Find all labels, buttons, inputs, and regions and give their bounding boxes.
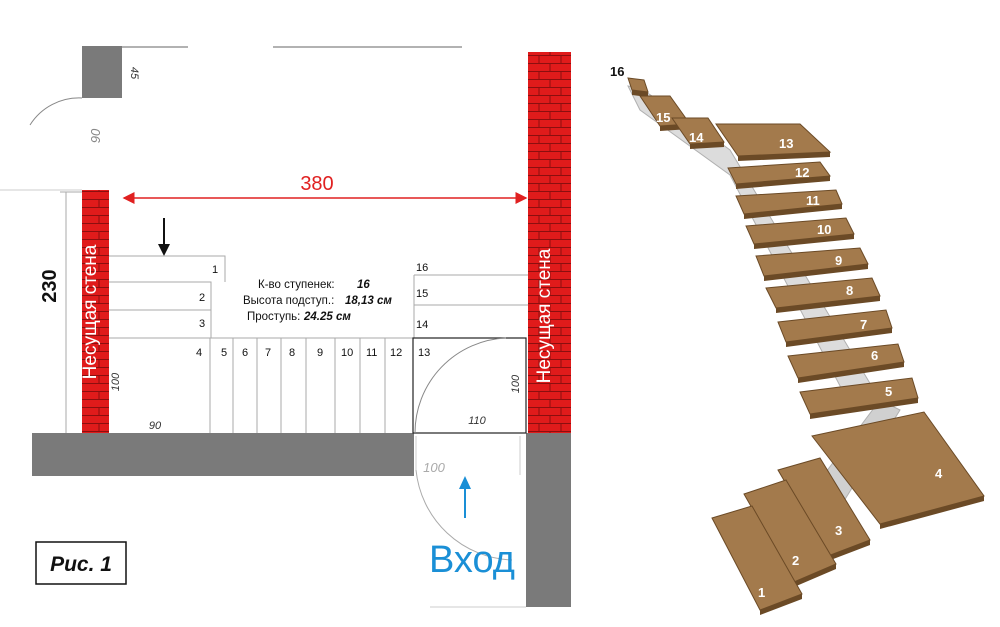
- model-step-3: 3: [835, 523, 842, 538]
- tread-14: [671, 117, 725, 145]
- tread-9-edge: [764, 264, 868, 281]
- tread-12: [727, 161, 831, 185]
- tread-7: [777, 309, 893, 343]
- steps-count-label: К-во ступенек:: [258, 279, 335, 291]
- model-step-6: 6: [871, 348, 878, 363]
- model-step-5: 5: [885, 384, 892, 399]
- stair-tread-labels: 16 15 14 13 12 11 10 9 8 7 6 5 4 3 2 1: [610, 64, 943, 600]
- tread-depth-label: Проступь:: [247, 311, 300, 323]
- model-step-7: 7: [860, 317, 867, 332]
- tread-10-edge: [754, 234, 854, 249]
- tread-5-edge: [810, 398, 918, 419]
- tread-10: [745, 217, 855, 245]
- dim-45: 45: [128, 67, 140, 80]
- dim-100-entry: 100: [423, 460, 445, 475]
- model-step-11: 11: [806, 193, 820, 208]
- landing-13: [412, 337, 527, 434]
- model-step-9: 9: [835, 253, 842, 268]
- tread-9: [755, 247, 869, 277]
- model-step-10: 10: [817, 222, 831, 237]
- plan-step-7: 7: [265, 347, 271, 359]
- figure-label-box: [35, 541, 127, 585]
- right-column: [526, 433, 571, 607]
- model-step-8: 8: [846, 283, 853, 298]
- wall-label-right: Несущая стена: [534, 248, 555, 383]
- dim-100-right: 100: [510, 374, 522, 393]
- tread-4: [811, 411, 985, 525]
- tread-1: [711, 505, 803, 611]
- tread-13-edge: [738, 152, 830, 161]
- wall-label-left: Несущая стена: [80, 244, 101, 379]
- tread-3-edge: [828, 540, 870, 561]
- floor-plan: [0, 46, 571, 608]
- tread-6: [787, 343, 905, 379]
- model-step-12: 12: [795, 165, 809, 180]
- dim-90-door: 90: [88, 128, 103, 143]
- plan-step-13: 13: [418, 347, 430, 359]
- model-step-16: 16: [610, 64, 624, 79]
- dim-90-bottom: 90: [149, 420, 162, 432]
- model-step-4: 4: [935, 466, 943, 481]
- tread-4-edge: [880, 496, 984, 529]
- door-swing-arc: [29, 97, 83, 126]
- tread-2-edge: [794, 564, 836, 587]
- tread-5: [799, 377, 919, 415]
- dim-380: 380: [300, 173, 333, 195]
- left-brick-wall: [82, 190, 109, 435]
- model-step-15: 15: [656, 110, 670, 125]
- tread-11-edge: [744, 204, 842, 219]
- figure-label: Рис. 1: [50, 553, 112, 576]
- tread-depth-value: 24.25 см: [303, 311, 351, 323]
- entrance-label: Вход: [429, 539, 515, 581]
- landing-door-arc: [414, 337, 507, 434]
- model-step-14: 14: [689, 130, 704, 145]
- plan-step-2: 2: [199, 292, 205, 304]
- plan-step-numbers: 1 2 3 4 5 6 7 8 9 10 11 12 13 14 15 16: [196, 262, 430, 359]
- tread-16: [627, 77, 649, 93]
- plan-step-15: 15: [416, 288, 428, 300]
- tread-11: [735, 189, 843, 215]
- plan-step-1: 1: [212, 264, 218, 276]
- dim-110: 110: [468, 415, 486, 427]
- plan-step-3: 3: [199, 318, 205, 330]
- tread-8: [765, 277, 881, 309]
- plan-step-11: 11: [366, 347, 377, 359]
- plan-step-14: 14: [416, 319, 428, 331]
- model-step-13: 13: [779, 136, 793, 151]
- tread-7-edge: [786, 328, 892, 347]
- dim-230: 230: [39, 269, 61, 302]
- plan-step-12: 12: [390, 347, 402, 359]
- plan-steps-upper-left: [109, 255, 528, 433]
- model-step-2: 2: [792, 553, 799, 568]
- riser-height-value: 18,13 см: [345, 295, 392, 307]
- riser-height-label: Высота подступ.:: [243, 295, 334, 307]
- steps-count-value: 16: [357, 279, 370, 291]
- tread-8-edge: [776, 296, 880, 313]
- dim-100-left: 100: [110, 372, 122, 391]
- plan-step-10: 10: [341, 347, 353, 359]
- model-step-1: 1: [758, 585, 765, 600]
- tread-6-edge: [798, 362, 904, 383]
- stair-treads: [627, 77, 985, 615]
- tread-1-edge: [760, 594, 802, 615]
- plan-step-9: 9: [317, 347, 323, 359]
- plan-step-5: 5: [221, 347, 227, 359]
- right-brick-wall: [528, 52, 571, 435]
- tread-13: [715, 123, 832, 157]
- wall-stub: [82, 46, 122, 98]
- plan-step-4: 4: [196, 347, 202, 359]
- plan-step-16: 16: [416, 262, 428, 274]
- plan-step-6: 6: [242, 347, 248, 359]
- tread-12-edge: [736, 176, 830, 189]
- floor-slab: [32, 433, 414, 476]
- plan-step-8: 8: [289, 347, 295, 359]
- entrance-door-arc: [415, 469, 513, 561]
